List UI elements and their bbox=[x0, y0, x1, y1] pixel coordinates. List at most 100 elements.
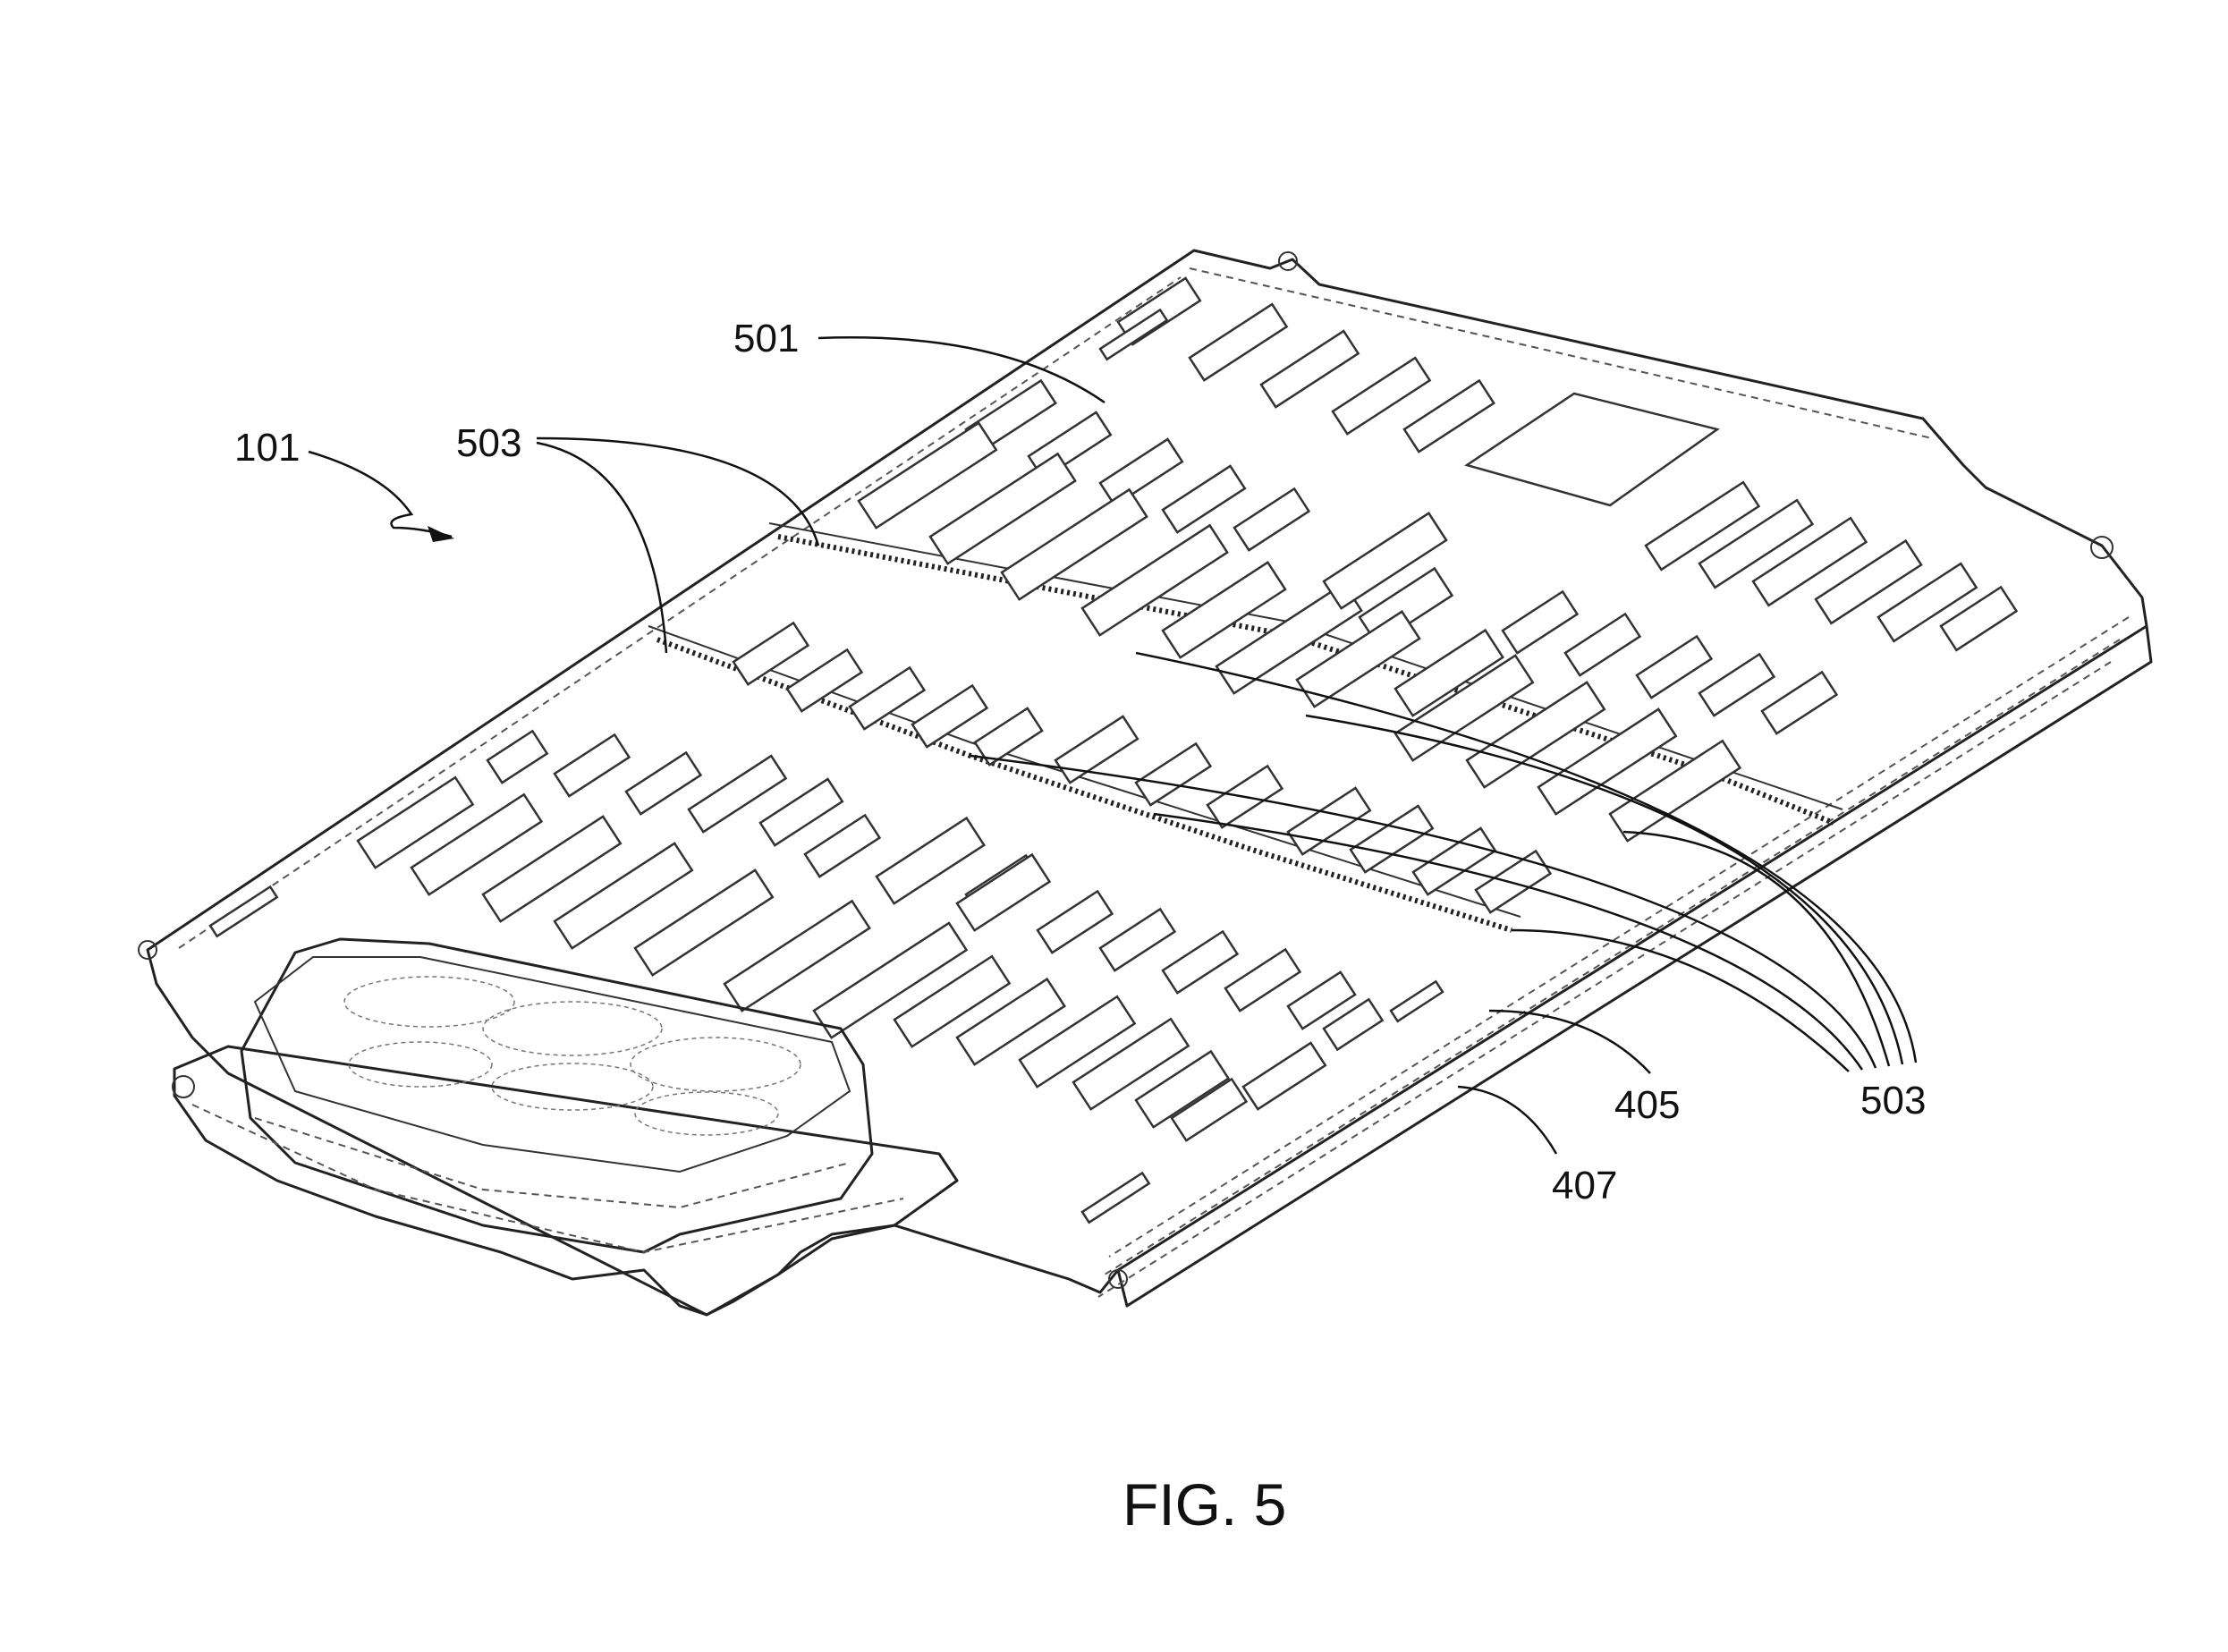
cell bbox=[1322, 997, 1385, 1052]
cell bbox=[1411, 826, 1497, 896]
access-panel bbox=[1464, 392, 1720, 507]
side-panel-dash-3 bbox=[1097, 661, 2112, 1298]
cell bbox=[1134, 741, 1213, 807]
cell bbox=[911, 683, 989, 749]
enclosure-pocket bbox=[630, 1037, 801, 1092]
cell bbox=[553, 842, 694, 950]
cell bbox=[803, 813, 882, 878]
cell bbox=[1760, 670, 1839, 735]
cell-group-upper-bay bbox=[857, 276, 2019, 735]
label-405: 405 bbox=[1614, 1083, 1680, 1127]
cell bbox=[687, 754, 788, 834]
mounting-boss bbox=[1278, 251, 1298, 271]
leader-line-503-c bbox=[1135, 651, 1918, 1063]
label-503-upper: 503 bbox=[456, 421, 521, 465]
cell bbox=[553, 733, 631, 798]
cell bbox=[1698, 498, 1815, 589]
cell bbox=[955, 852, 1052, 932]
mounting-boss bbox=[138, 940, 157, 960]
cell bbox=[1072, 1017, 1190, 1111]
cell bbox=[1134, 1049, 1231, 1129]
label-101: 101 bbox=[234, 426, 300, 470]
cell bbox=[633, 868, 775, 977]
side-panel-inner-line bbox=[1108, 616, 2130, 1258]
leader-line-503-f bbox=[970, 754, 1877, 1069]
cell bbox=[1161, 929, 1240, 995]
cell-group-lower-bay bbox=[356, 729, 1385, 1142]
cell bbox=[356, 775, 475, 869]
cell bbox=[1394, 654, 1535, 762]
enclosure-pocket bbox=[482, 1001, 663, 1056]
top-flange-dash bbox=[1189, 267, 1933, 439]
cell bbox=[1161, 561, 1287, 659]
label-501: 501 bbox=[733, 317, 799, 360]
cell bbox=[1000, 487, 1148, 601]
cell bbox=[1018, 995, 1137, 1089]
label-503-lower: 503 bbox=[1860, 1079, 1926, 1123]
cell bbox=[1501, 589, 1580, 655]
edge-slot bbox=[208, 885, 279, 938]
leader-line-503-d bbox=[1305, 714, 1904, 1065]
cell bbox=[1295, 610, 1421, 708]
cell bbox=[732, 621, 810, 686]
enclosure-base-plate bbox=[173, 1045, 959, 1317]
cell bbox=[1241, 1041, 1327, 1111]
mounting-boss bbox=[1108, 1269, 1128, 1289]
label-407: 407 bbox=[1552, 1164, 1617, 1207]
cell bbox=[1331, 356, 1432, 436]
leader-line-503-g bbox=[1153, 812, 1864, 1071]
cell bbox=[1080, 523, 1229, 637]
enclosure-flange-dash bbox=[191, 1104, 904, 1254]
leader-line-101 bbox=[308, 450, 453, 538]
leader-line-503-h bbox=[1511, 928, 1850, 1072]
leader-line-503-a bbox=[536, 436, 820, 546]
cell-group-middle-bay bbox=[732, 621, 1742, 914]
cell bbox=[1465, 681, 1606, 789]
leader-line-503-b bbox=[536, 441, 668, 654]
cell bbox=[1402, 378, 1495, 453]
front-enclosure bbox=[173, 937, 959, 1317]
cell bbox=[1233, 487, 1311, 552]
cell bbox=[893, 954, 1012, 1048]
cell bbox=[1563, 612, 1642, 677]
cell bbox=[1224, 947, 1302, 1012]
cell bbox=[1161, 464, 1247, 534]
edge-slot bbox=[1080, 1171, 1151, 1224]
enclosure-pocket bbox=[348, 1041, 493, 1088]
cell bbox=[857, 421, 998, 529]
cell bbox=[1036, 889, 1114, 954]
cell bbox=[481, 815, 623, 923]
cell bbox=[758, 777, 844, 847]
cell bbox=[955, 977, 1066, 1066]
leader-line-407 bbox=[1457, 1085, 1558, 1155]
figure-caption: FIG. 5 bbox=[1122, 1471, 1286, 1538]
edge-slot bbox=[1389, 979, 1444, 1023]
cell bbox=[1608, 739, 1742, 843]
cell bbox=[1322, 512, 1448, 610]
leader-lines bbox=[308, 336, 1918, 1155]
cell bbox=[848, 665, 927, 731]
enclosure-pocket bbox=[634, 1091, 779, 1136]
cell bbox=[1349, 804, 1435, 874]
cell bbox=[875, 816, 986, 905]
cell bbox=[928, 452, 1077, 565]
cell bbox=[1939, 585, 2019, 652]
enclosure-pocket bbox=[491, 1063, 654, 1111]
cross-rail-lower bbox=[656, 637, 1512, 933]
cell bbox=[1394, 628, 1504, 717]
mounting-boss bbox=[2090, 536, 2114, 559]
cell bbox=[1698, 652, 1776, 717]
cell bbox=[1098, 907, 1177, 972]
arrowhead-101 bbox=[428, 526, 454, 542]
cell bbox=[1259, 329, 1360, 409]
cell bbox=[1644, 480, 1761, 572]
cell bbox=[1537, 707, 1678, 816]
cell bbox=[1751, 516, 1868, 607]
edge-slot bbox=[1098, 308, 1169, 361]
enclosure-top bbox=[253, 956, 851, 1173]
cell bbox=[624, 750, 703, 816]
cell bbox=[1876, 562, 1978, 643]
leader-line-501 bbox=[817, 336, 1106, 404]
cell bbox=[1286, 970, 1357, 1030]
